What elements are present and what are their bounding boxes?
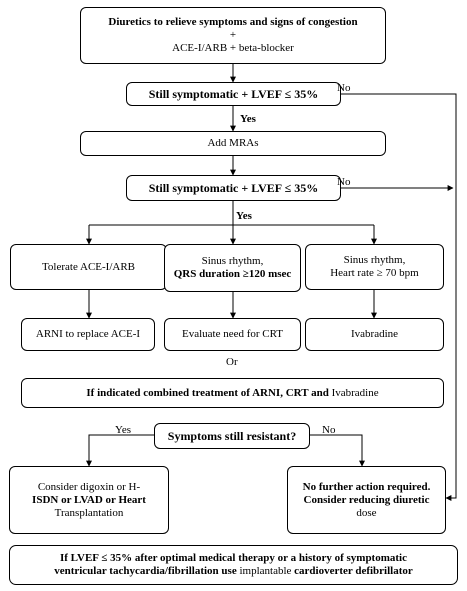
- resistant-text: Symptoms still resistant?: [167, 428, 297, 443]
- no-action-line3: dose: [356, 506, 377, 519]
- digoxin-line2: ISDN or LVAD or Heart: [32, 493, 146, 506]
- icd-line2-part-b: implantable: [239, 565, 292, 577]
- crt-text: Evaluate need for CRT: [181, 328, 284, 340]
- arni-box: ARNI to replace ACE-I: [21, 318, 155, 351]
- label-yes-2: Yes: [236, 210, 252, 222]
- ivabradine-box: Ivabradine: [305, 318, 444, 351]
- no-action-line2: Consider reducing diuretic: [303, 493, 430, 506]
- tolerate-box: Tolerate ACE-I/ARB: [10, 244, 167, 290]
- icd-line1: If LVEF ≤ 35% after optimal medical ther…: [59, 552, 407, 564]
- sinus-qrs-line1: Sinus rhythm,: [201, 255, 264, 267]
- icd-line2-part-c: cardioverter defibrillator: [291, 565, 413, 577]
- no-action-line1: No further action required.: [302, 480, 431, 493]
- ivabradine-text: Ivabradine: [350, 328, 399, 340]
- add-mra-box: Add MRAs: [80, 131, 386, 156]
- combined-text-ivabradine: Ivabradine: [331, 386, 379, 399]
- crt-box: Evaluate need for CRT: [164, 318, 301, 351]
- sinus-hr-line1: Sinus rhythm,: [343, 254, 406, 266]
- icd-box: If LVEF ≤ 35% after optimal medical ther…: [9, 545, 458, 585]
- combined-box: If indicated combined treatment of ARNI,…: [21, 378, 444, 408]
- digoxin-box: Consider digoxin or H- ISDN or LVAD or H…: [9, 466, 169, 534]
- icd-line2-part-a: ventricular tachycardia/fibrillation use: [54, 565, 240, 577]
- label-yes-3: Yes: [115, 424, 132, 436]
- diuretics-line1: Diuretics to relieve symptoms and signs …: [108, 16, 358, 28]
- label-yes-1: Yes: [240, 113, 256, 125]
- check2-text: Still symptomatic + LVEF ≤ 35%: [148, 180, 319, 195]
- add-mra-text: Add MRAs: [207, 137, 259, 149]
- combined-text-main: If indicated combined treatment of ARNI,…: [86, 386, 332, 399]
- check2-box: Still symptomatic + LVEF ≤ 35%: [126, 175, 341, 201]
- arrow-check1-no-right: [341, 93, 457, 501]
- digoxin-line1: Consider digoxin or H-: [37, 480, 141, 493]
- no-action-box: No further action required. Consider red…: [287, 466, 446, 534]
- diuretics-plus: +: [229, 29, 237, 41]
- sinus-qrs-box: Sinus rhythm, QRS duration ≥120 msec: [164, 244, 301, 292]
- arrow-resistant-yes-left: [86, 434, 154, 467]
- tolerate-text: Tolerate ACE-I/ARB: [41, 260, 136, 273]
- label-no-3: No: [322, 424, 336, 436]
- icd-line2: ventricular tachycardia/fibrillation use…: [54, 565, 413, 578]
- sinus-qrs-line2: QRS duration ≥120 msec: [173, 268, 292, 280]
- sinus-hr-box: Sinus rhythm, Heart rate ≥ 70 bpm: [305, 244, 444, 290]
- resistant-box: Symptoms still resistant?: [154, 423, 310, 449]
- diuretics-line3: ACE-I/ARB + beta-blocker: [172, 42, 294, 54]
- check1-text: Still symptomatic + LVEF ≤ 35%: [148, 86, 319, 101]
- label-or: Or: [226, 356, 238, 368]
- label-no-1: No: [337, 82, 351, 94]
- check1-box: Still symptomatic + LVEF ≤ 35%: [126, 82, 341, 106]
- diuretics-box: Diuretics to relieve symptoms and signs …: [80, 7, 386, 64]
- arni-text: ARNI to replace ACE-I: [35, 328, 141, 340]
- sinus-hr-line2: Heart rate ≥ 70 bpm: [330, 267, 419, 279]
- arrow-resistant-no-right: [310, 434, 365, 467]
- label-no-2: No: [337, 176, 351, 188]
- digoxin-line3: Transplantation: [54, 506, 124, 519]
